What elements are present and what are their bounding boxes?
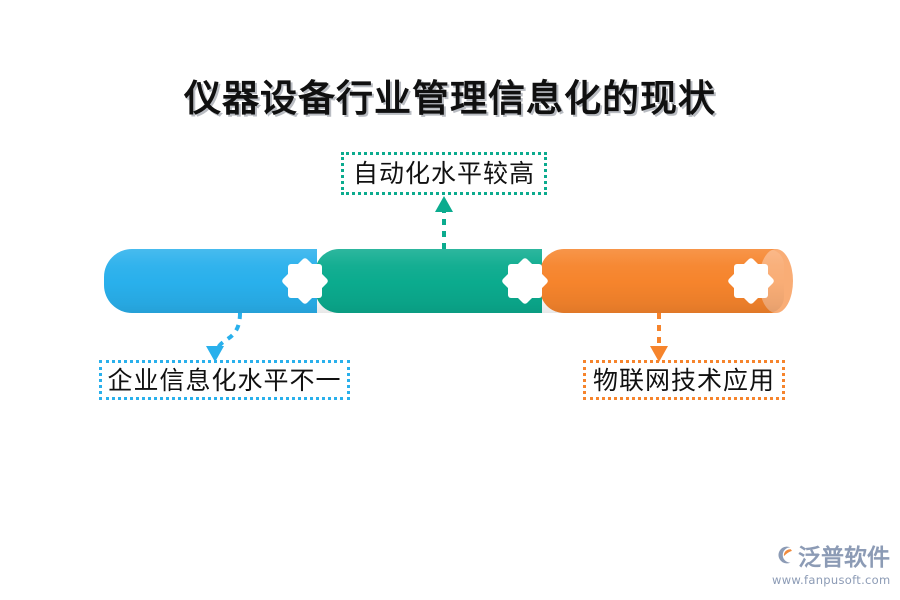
watermark-logo: 泛普软件 www.fanpusoft.com <box>772 538 891 587</box>
label-box-automation[interactable]: 自动化水平较高 <box>341 152 547 195</box>
label-box-enterprise-informatization[interactable]: 企业信息化水平不一 <box>99 360 350 400</box>
watermark-brand-text: 泛普软件 <box>798 545 890 571</box>
burst-star-icon <box>726 256 776 306</box>
label-text-enterprise-informatization: 企业信息化水平不一 <box>107 365 342 395</box>
label-text-automation: 自动化水平较高 <box>352 159 535 188</box>
page-title: 仪器设备行业管理信息化的现状 <box>184 77 716 120</box>
label-box-iot-application[interactable]: 物联网技术应用 <box>583 360 785 400</box>
fanpu-logo-icon <box>778 546 792 564</box>
burst-star-icon <box>280 256 330 306</box>
connector-top-arrowhead <box>435 196 453 212</box>
watermark-url: www.fanpusoft.com <box>772 573 891 587</box>
label-text-iot-application: 物联网技术应用 <box>592 365 775 395</box>
watermark-brand-row: 泛普软件 <box>772 538 890 572</box>
connector-left-line <box>216 312 242 350</box>
burst-star-icon <box>500 256 550 306</box>
process-cylinder-bar <box>104 249 793 313</box>
